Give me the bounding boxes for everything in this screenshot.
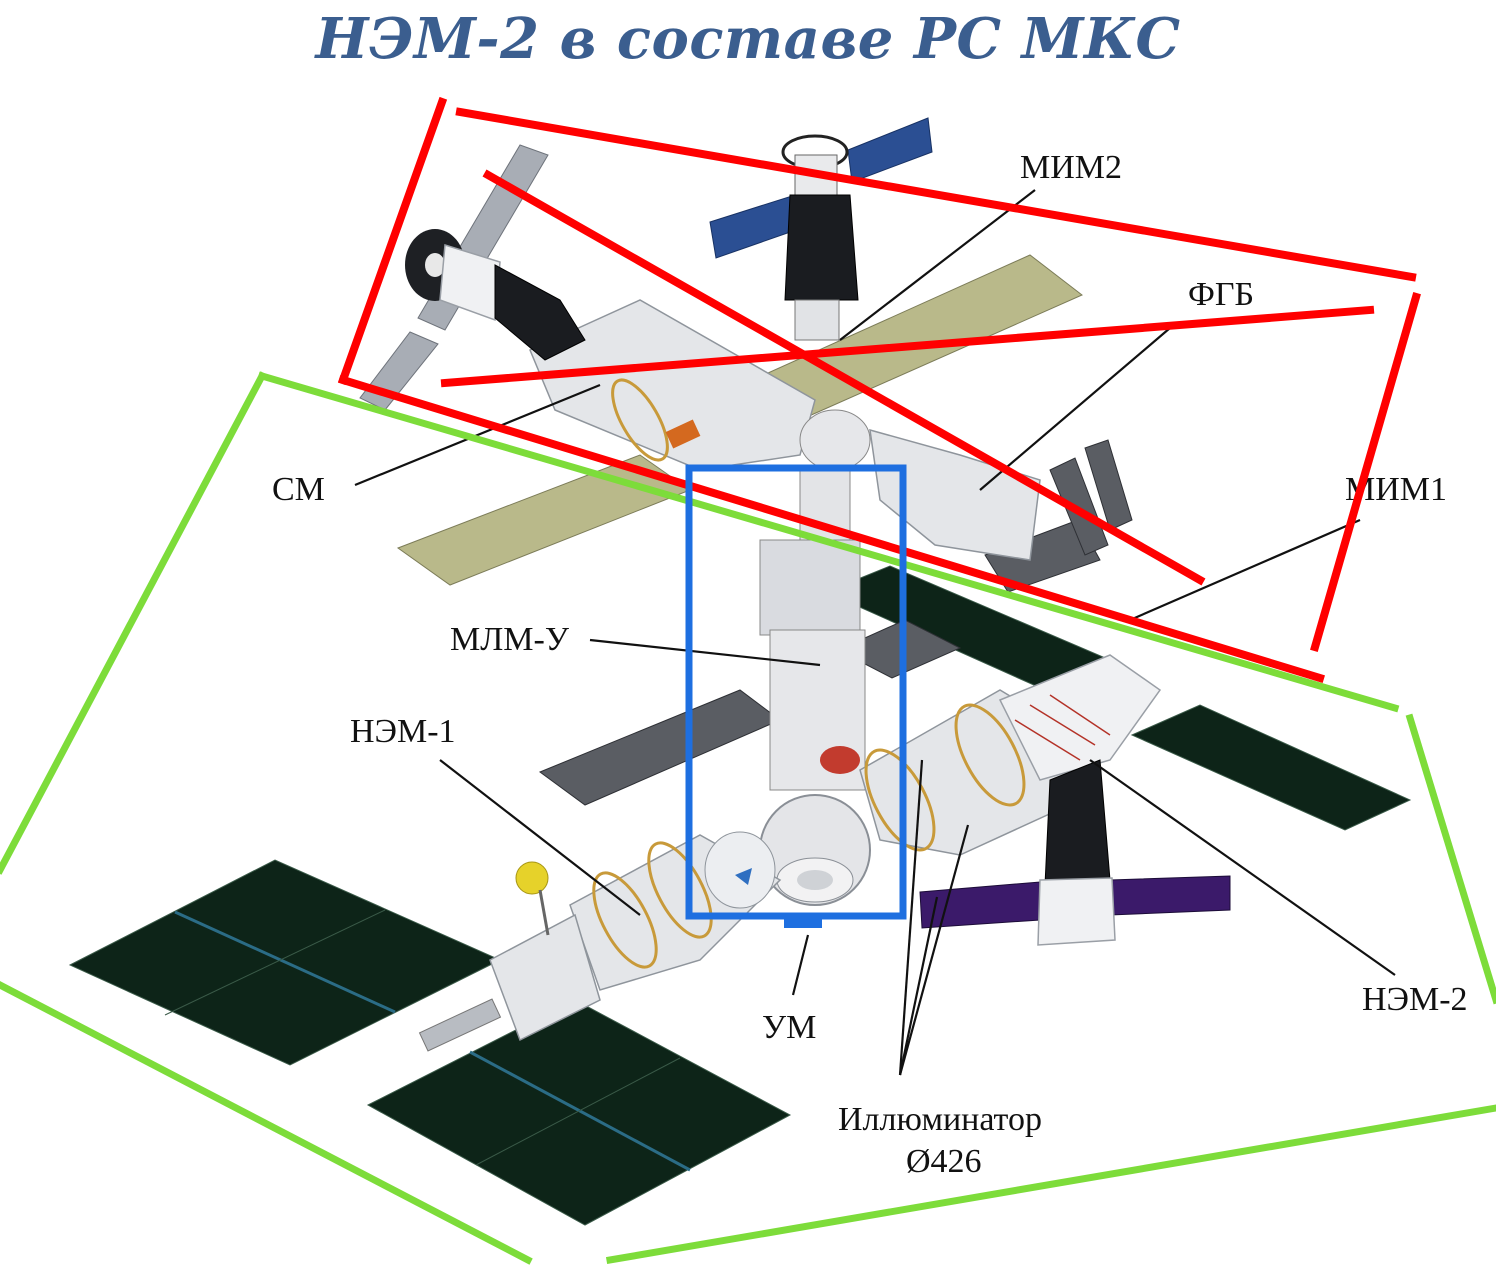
spacecraft-soyuz-lower xyxy=(1037,759,1116,946)
solar-array-fgb xyxy=(984,439,1133,593)
leader-lines xyxy=(354,189,1396,1076)
green-markup-outline xyxy=(0,371,1496,1265)
module-um xyxy=(759,794,871,906)
label-porthole-diameter: Ø426 xyxy=(906,1143,982,1180)
label-um: УМ xyxy=(762,1009,816,1046)
solar-array-nem2-right xyxy=(1130,704,1412,831)
spacecraft-upper-left xyxy=(405,229,586,361)
blue-markup-rectangle xyxy=(685,464,907,928)
module-nem1 xyxy=(418,831,782,1052)
solar-array-nem1-left xyxy=(68,859,502,1066)
label-nem2: НЭМ-2 xyxy=(1362,981,1468,1018)
label-mim2: МИМ2 xyxy=(1020,149,1122,186)
label-nem1: НЭМ-1 xyxy=(350,713,456,750)
label-fgb: ФГБ xyxy=(1188,276,1254,313)
label-mlm-u: МЛМ-У xyxy=(450,621,570,658)
module-sm xyxy=(529,299,816,471)
module-mlm-u xyxy=(759,469,866,791)
spacecraft-mim2 xyxy=(781,134,859,341)
solar-array-nem1-right xyxy=(366,999,792,1226)
solar-array-mlm xyxy=(538,565,1112,806)
label-porthole: Иллюминатор xyxy=(838,1101,1042,1138)
module-nem2 xyxy=(859,654,1162,856)
page-title: НЭМ-2 в составе РС МКС xyxy=(315,6,1181,72)
red-markup-crossout xyxy=(337,96,1421,683)
label-cm: СМ xyxy=(272,471,325,508)
module-fgb xyxy=(799,409,1041,561)
